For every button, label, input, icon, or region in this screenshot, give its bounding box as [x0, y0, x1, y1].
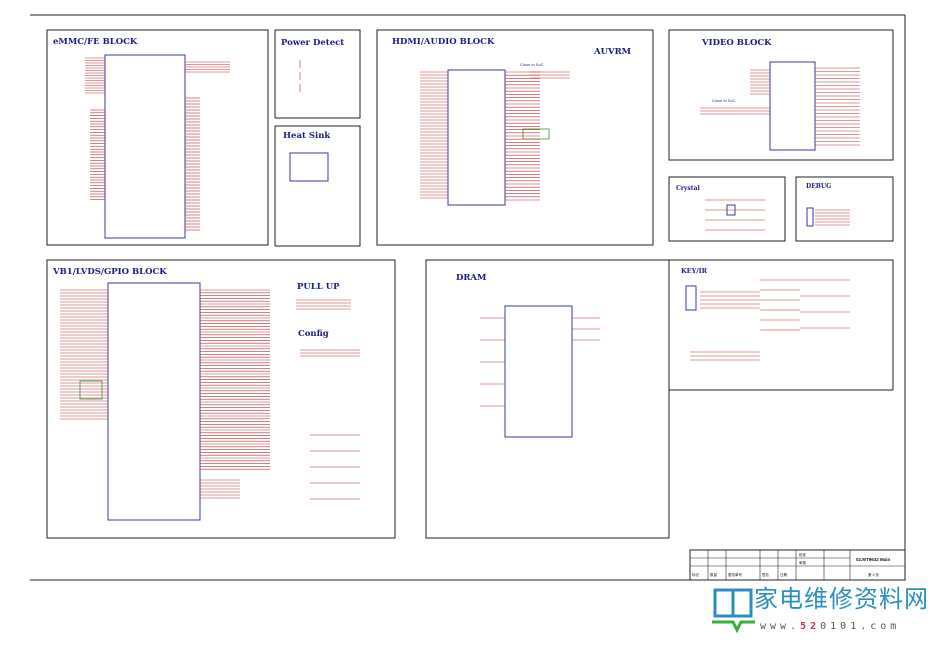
approve-label: 批准: [799, 552, 807, 557]
config-title: Config: [298, 329, 329, 339]
debug-connector: [806, 207, 814, 227]
heat-sink-block: Heat Sink: [274, 125, 361, 247]
emmc-block-title: eMMC/FE BLOCK: [53, 37, 138, 47]
crystal-title: Crystal: [676, 185, 700, 192]
emmc-soc-chip: [104, 54, 186, 239]
net-wires: [60, 57, 860, 500]
watermark-name: 家电维修资料网: [754, 585, 929, 613]
col-label: 日期: [780, 572, 788, 577]
title-block: 批准 审核 02.MT9632 Main 第 3 页 标记 数量 更改单号 签名…: [689, 549, 906, 581]
note-close-to-soc-2: Close to SoC: [712, 98, 736, 103]
auvrm-title: AUVRM: [593, 47, 632, 57]
debug-block: DEBUG: [795, 176, 894, 242]
video-block: VIDEO BLOCK Close to SoC: [668, 29, 894, 161]
note-close-to-soc: Close to SoC: [520, 62, 544, 67]
key-connector: [685, 285, 697, 311]
hdmi-soc-chip: [447, 69, 506, 206]
video-soc-chip: [769, 61, 816, 151]
debug-title: DEBUG: [806, 183, 831, 190]
dram-soc-chip: [504, 305, 573, 438]
vb1-lvds-gpio-block: VB1/LVDS/GPIO BLOCK PULL UP Config: [46, 259, 396, 539]
watermark-url: www.520101.com: [760, 621, 900, 633]
watermark: 家电维修资料网 www.520101.com: [712, 585, 948, 641]
page-frame: [30, 14, 906, 581]
power-detect-title: Power Detect: [281, 38, 344, 48]
key-ir-title: KEY/IR: [681, 267, 708, 275]
hdmi-block-title: HDMI/AUDIO BLOCK: [392, 37, 495, 47]
url-highlight: 52: [800, 621, 821, 632]
heatsink-part: [289, 152, 329, 182]
vb1-soc-chip: [107, 282, 201, 521]
vb1-block-title: VB1/LVDS/GPIO BLOCK: [52, 267, 167, 277]
hdmi-audio-block: HDMI/AUDIO BLOCK AUVRM Close to SoC: [376, 29, 654, 246]
book-logo-icon: [712, 588, 755, 634]
col-label: 数量: [710, 572, 718, 577]
crystal-block: Crystal: [668, 176, 786, 242]
col-label: 签名: [762, 572, 769, 577]
url-prefix: www.: [760, 621, 801, 632]
highlight-box: [79, 380, 103, 400]
pull-up-title: PULL UP: [297, 282, 340, 292]
col-label: 标记: [692, 572, 700, 577]
dram-block: DRAM: [425, 259, 670, 539]
power-detect-block: Power Detect: [274, 29, 361, 119]
video-block-title: VIDEO BLOCK: [701, 38, 772, 48]
key-ir-block: KEY/IR: [668, 259, 894, 391]
drawing-name: 02.MT9632 Main: [856, 557, 891, 562]
highlight-box: [522, 128, 550, 140]
url-suffix: 0101.com: [820, 621, 901, 632]
page-number: 第 3 页: [868, 572, 879, 577]
heat-sink-title: Heat Sink: [283, 131, 331, 141]
col-label: 更改单号: [728, 572, 742, 577]
review-label: 审核: [799, 560, 807, 565]
dram-title: DRAM: [456, 273, 487, 283]
emmc-fe-block: eMMC/FE BLOCK: [46, 29, 269, 246]
